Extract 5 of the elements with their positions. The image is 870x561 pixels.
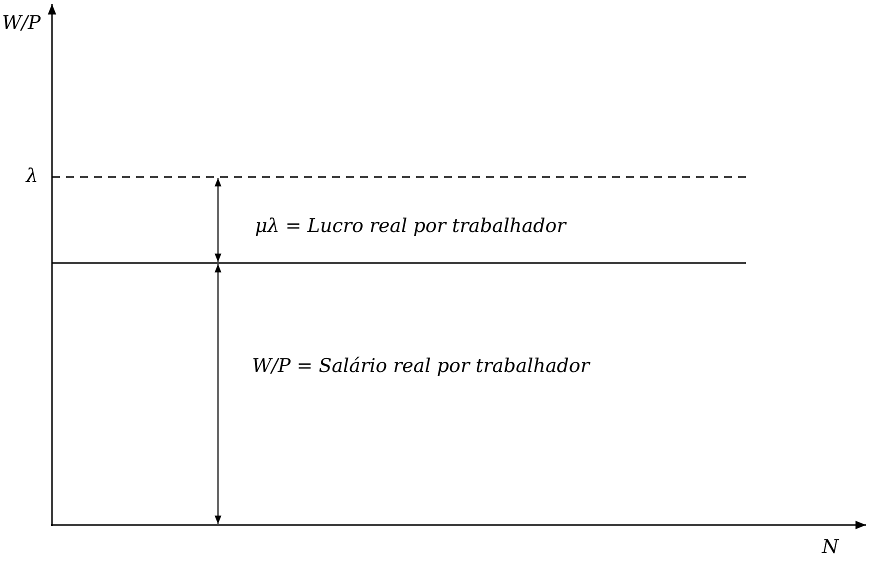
tick-label: λ [26,167,38,186]
annotation-text: μλ = Lucro real por trabalhador [255,217,566,236]
axis-label: W/P [2,14,41,33]
axis-label: N [822,538,839,557]
annotation-text: W/P = Salário real por trabalhador [252,357,590,376]
